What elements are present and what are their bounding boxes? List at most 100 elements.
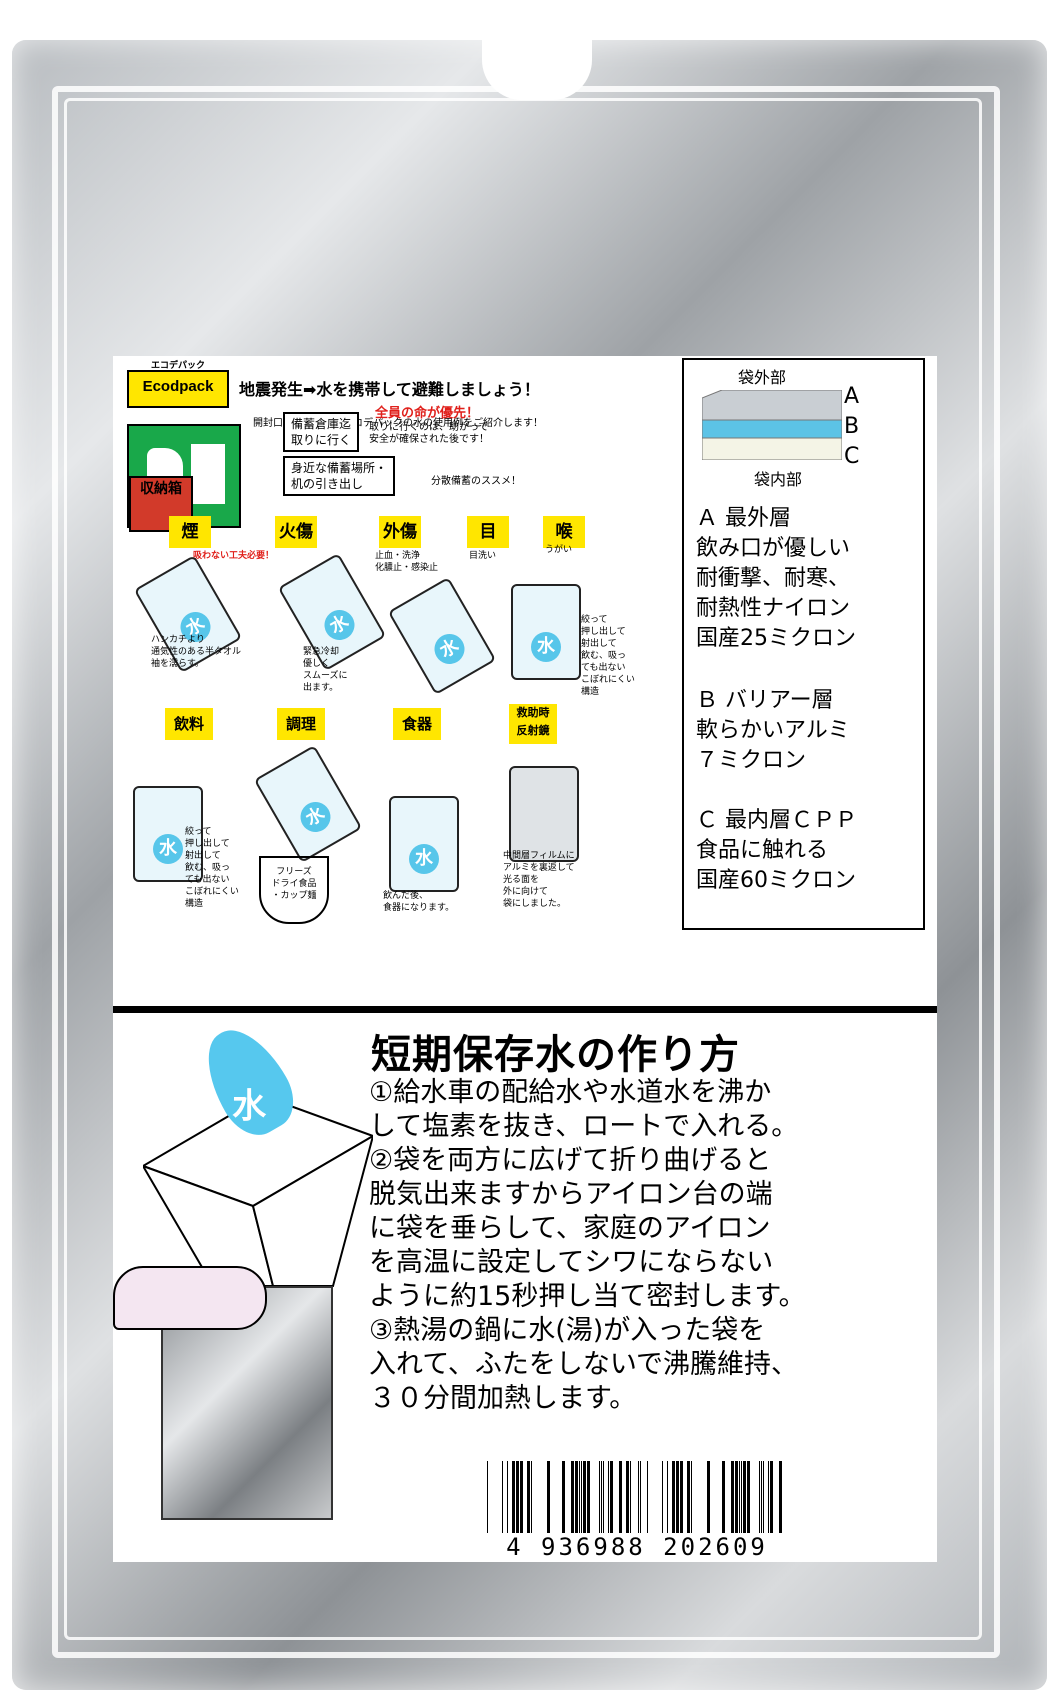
dish-note: 飲んだ後、 食器になります。 bbox=[383, 891, 455, 913]
funnel-illustration bbox=[143, 1096, 373, 1287]
eye-caption: 目洗い bbox=[469, 551, 497, 561]
barcode-bar bbox=[599, 1461, 600, 1533]
layer-diagram bbox=[702, 390, 842, 460]
barcode-bar bbox=[770, 1461, 773, 1533]
barcode-bar bbox=[512, 1461, 515, 1533]
category-burn: 火傷 bbox=[275, 516, 317, 548]
barcode-bar bbox=[722, 1461, 725, 1533]
barcode-bar bbox=[640, 1461, 641, 1533]
category-rescue-mirror: 救助時 反射鏡 bbox=[509, 704, 557, 744]
barcode-bars bbox=[487, 1461, 782, 1533]
barcode-bar bbox=[516, 1461, 519, 1533]
product-label: エコデパック Ecodpack 地震発生➡水を携帯して避難しましょう！ 開封口が… bbox=[113, 356, 937, 1562]
intro-text: 開封口が多箇所あるエコデパックの水の使用例をご紹介します！ bbox=[253, 418, 543, 429]
barcode-bar bbox=[676, 1461, 679, 1533]
barcode-bar bbox=[527, 1461, 530, 1533]
wound-caption: 止血・洗浄 化膿止・感染止 bbox=[375, 551, 439, 573]
barcode-bar bbox=[520, 1461, 523, 1533]
layer-letter-a: A bbox=[844, 384, 860, 409]
barcode-bar bbox=[547, 1461, 550, 1533]
barcode-bar bbox=[487, 1461, 488, 1533]
barcode-bar bbox=[619, 1461, 622, 1533]
outer-label: 袋外部 bbox=[738, 368, 787, 387]
barcode-bar bbox=[763, 1461, 764, 1533]
category-cooking: 調理 bbox=[277, 708, 325, 740]
barcode-bar bbox=[667, 1461, 668, 1533]
barcode: 4 936988 202609 bbox=[453, 1461, 821, 1561]
barcode-bar bbox=[672, 1461, 675, 1533]
nearby-storage-bubble: 身近な備蓄場所・ 机の引き出し bbox=[283, 456, 396, 496]
section-divider bbox=[113, 1006, 937, 1013]
barcode-bar bbox=[531, 1461, 532, 1533]
barcode-bar bbox=[579, 1461, 580, 1533]
barcode-bar bbox=[768, 1461, 769, 1533]
water-packet-illustration: 水 bbox=[133, 786, 203, 882]
barcode-bar bbox=[507, 1461, 508, 1533]
barcode-bar bbox=[662, 1461, 663, 1533]
water-packet-illustration: 水 bbox=[253, 744, 363, 864]
barcode-bar bbox=[601, 1461, 602, 1533]
category-eye: 目 bbox=[467, 516, 509, 548]
barcode-bar bbox=[647, 1461, 648, 1533]
layer-a-description: Ａ 最外層 飲み口が優しい 耐衝撃、耐寒、 耐熱性ナイロン 国産25ミクロン bbox=[696, 506, 856, 651]
smoke-caption: 吸わない工夫必要！ bbox=[193, 551, 275, 561]
barcode-bar bbox=[759, 1461, 760, 1533]
water-packet-illustration: 水 bbox=[389, 796, 459, 892]
storage-box-icon: 収納箱 bbox=[129, 476, 193, 532]
layer-letter-b: B bbox=[844, 414, 860, 439]
barcode-bar bbox=[739, 1461, 740, 1533]
drink-note: 絞って 押し出して 射出して 飲む、吸っ ても出ない こぼれにくい 構造 bbox=[185, 827, 239, 909]
barcode-bar bbox=[735, 1461, 738, 1533]
barcode-bar bbox=[502, 1461, 503, 1533]
barcode-bar bbox=[680, 1461, 683, 1533]
inner-label: 袋内部 bbox=[754, 470, 803, 489]
barcode-bar bbox=[571, 1461, 574, 1533]
throat-caption: うがい bbox=[545, 545, 573, 555]
barcode-bar bbox=[707, 1461, 710, 1533]
barcode-bar bbox=[691, 1461, 692, 1533]
barcode-bar bbox=[743, 1461, 746, 1533]
heat-seal-inner bbox=[64, 98, 982, 1640]
barcode-bar bbox=[779, 1461, 782, 1533]
smoke-note: ハンカチより 通気性のある半タオル 袖を濡らす。 bbox=[151, 635, 242, 669]
layer-letter-c: C bbox=[844, 444, 860, 469]
hand-illustration bbox=[113, 1266, 267, 1330]
barcode-bar bbox=[638, 1461, 639, 1533]
barcode-bar bbox=[741, 1461, 742, 1533]
distributed-storage-note: 分散備蓄のススメ！ bbox=[431, 476, 521, 487]
mirror-note: 中間層フィルムに アルミを裏返して 光る面を 外に向けて 袋にしました。 bbox=[503, 851, 575, 909]
barcode-bar bbox=[747, 1461, 750, 1533]
water-packet-illustration: 水 bbox=[511, 584, 581, 680]
throat-note: 絞って 押し出して 射出して 飲む、吸っ ても出ない こぼれにくい 構造 bbox=[581, 615, 635, 697]
method-section: 水 短期保存水の作り方 ①給水車の配給水や水道水を沸か して塩素を抜き、ロートで… bbox=[113, 1015, 937, 1562]
barcode-bar bbox=[610, 1461, 613, 1533]
category-dishes: 食器 bbox=[393, 708, 441, 740]
barcode-bar bbox=[626, 1461, 629, 1533]
cooking-note: フリーズ ドライ食品 ・カップ麺 bbox=[259, 856, 329, 924]
category-smoke: 煙 bbox=[169, 516, 211, 548]
category-wound: 外傷 bbox=[379, 516, 421, 548]
barcode-bar bbox=[587, 1461, 590, 1533]
barcode-bar bbox=[761, 1461, 762, 1533]
brand-logo: エコデパック Ecodpack bbox=[127, 360, 229, 408]
barcode-bar bbox=[575, 1461, 578, 1533]
category-throat: 喉 bbox=[543, 516, 585, 548]
warehouse-bubble: 備蓄倉庫迄 取りに行く bbox=[283, 412, 360, 452]
barcode-bar bbox=[562, 1461, 565, 1533]
barcode-bar bbox=[603, 1461, 604, 1533]
layer-b-description: Ｂ バリアー層 軟らかいアルミ ７ミクロン bbox=[696, 688, 850, 773]
barcode-bar bbox=[581, 1461, 582, 1533]
burn-note: 緊急冷却 優しく スムーズに 出ます。 bbox=[303, 647, 348, 693]
water-packet-illustration: 水 bbox=[387, 576, 497, 696]
barcode-bar bbox=[583, 1461, 586, 1533]
layer-structure-panel: 袋外部 A B C 袋内部 Ａ 最外層 飲み口が優しい 耐衝撃、耐寒、 耐熱性ナ… bbox=[682, 358, 925, 930]
method-instructions: ①給水車の配給水や水道水を沸か して塩素を抜き、ロートで入れる。 ②袋を両方に広… bbox=[369, 1077, 806, 1414]
usage-guide: エコデパック Ecodpack 地震発生➡水を携帯して避難しましょう！ 開封口が… bbox=[113, 356, 937, 1004]
layer-c-description: Ｃ 最内層ＣＰＰ 食品に触れる 国産60ミクロン bbox=[696, 808, 857, 893]
reflector-packet-illustration bbox=[509, 766, 579, 862]
priority-text: 全員の命が優先！ bbox=[375, 406, 480, 421]
category-drink: 飲料 bbox=[165, 708, 213, 740]
heat-seal-outer bbox=[52, 86, 1000, 1658]
priority-note: 取りに行くのは、助かって 安全が確保された後です！ bbox=[369, 422, 489, 445]
barcode-bar bbox=[608, 1461, 609, 1533]
